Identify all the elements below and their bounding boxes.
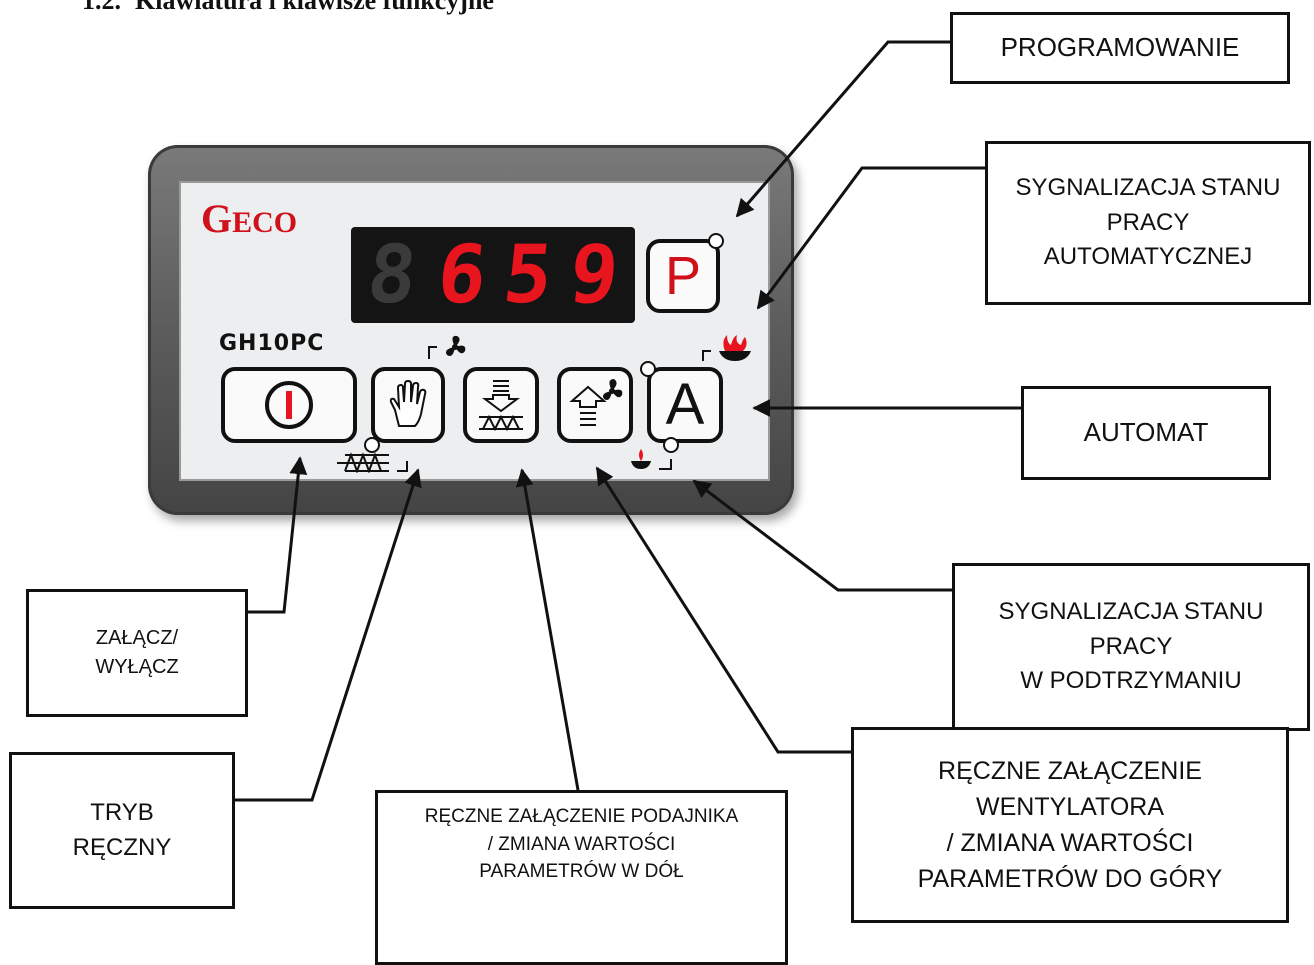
arrow-sygnalizacja-auto [756, 166, 985, 310]
fan-up-button[interactable] [557, 367, 633, 443]
label-went-line-3: / ZMIANA WARTOŚCI [946, 829, 1194, 857]
label-syg-auto-line-1: SYGNALIZACJA STANU [1015, 173, 1281, 201]
section-number: 1.2. [82, 0, 121, 15]
arrow-zalacz [248, 456, 308, 614]
arrow-sygnalizacja-podtrzymanie [692, 479, 952, 592]
power-button[interactable] [221, 367, 357, 443]
label-went-line-4: PARAMETRÓW DO GÓRY [917, 865, 1223, 894]
label-syg-podt-line-2: PRACY [1089, 632, 1173, 660]
label-zalacz-line-2: WYŁĄCZ [95, 656, 179, 678]
label-sygnalizacja-podtrzymaniu: SYGNALIZACJA STANU PRACY W PODTRZYMANIU [952, 563, 1310, 731]
label-automat: AUTOMAT [1021, 386, 1271, 480]
programming-button-label: P [664, 246, 702, 306]
label-podajnik-line-3: PARAMETRÓW W DÓŁ [479, 861, 684, 883]
label-wentylator: RĘCZNE ZAŁĄCZENIE WENTYLATORA / ZMIANA W… [851, 727, 1289, 923]
section-title: Klawiatura i klawisze funkcyjne [135, 0, 494, 15]
arrow-tryb [235, 468, 422, 802]
arrow-podajnik [515, 468, 580, 791]
controller-device: GECO 8 6 5 9 GH10PC P [148, 145, 794, 515]
brand-initial: G [201, 196, 233, 241]
automat-button[interactable]: A [647, 367, 723, 443]
label-podajnik: RĘCZNE ZAŁĄCZENIE PODAJNIKA / ZMIANA WAR… [375, 790, 788, 965]
programming-button[interactable]: P [646, 239, 720, 313]
section-heading: 1.2. Klawiatura i klawisze funkcyjne [82, 0, 508, 16]
programming-led [708, 233, 724, 249]
manual-mode-button[interactable] [371, 367, 445, 443]
led-display: 8 6 5 9 [351, 227, 635, 323]
label-syg-podt-line-3: W PODTRZYMANIU [1020, 667, 1242, 695]
label-sygnalizacja-automatycznej: SYGNALIZACJA STANU PRACY AUTOMATYCZNEJ [985, 141, 1311, 305]
sustain-indicator-icon [631, 449, 672, 470]
power-icon [265, 381, 313, 429]
label-programowanie-line-1: PROGRAMOWANIE [1000, 32, 1240, 63]
fan-indicator-icon [428, 335, 466, 359]
automat-button-label: A [665, 372, 705, 437]
arrow-wentylator [595, 466, 851, 754]
label-programowanie: PROGRAMOWANIE [950, 12, 1290, 84]
label-went-line-2: WENTYLATORA [976, 792, 1164, 821]
label-podajnik-line-1: RĘCZNE ZAŁĄCZENIE PODAJNIKA [424, 806, 739, 827]
label-tryb-line-2: RĘCZNY [72, 833, 172, 861]
label-syg-auto-line-3: AUTOMATYCZNEJ [1043, 243, 1253, 271]
front-panel: GECO 8 6 5 9 GH10PC P [179, 181, 770, 481]
brand-logo: GECO [201, 199, 297, 239]
model-label: GH10PC [219, 331, 325, 356]
label-went-line-1: RĘCZNE ZAŁĄCZENIE [938, 756, 1202, 785]
feeder-down-button[interactable] [463, 367, 539, 443]
sustain-led [663, 437, 679, 453]
label-zalacz-line-1: ZAŁĄCZ/ [95, 627, 179, 649]
arrow-programowanie [735, 40, 950, 218]
automat-led [640, 361, 656, 377]
label-automat-line-1: AUTOMAT [1083, 417, 1209, 448]
manual-led [364, 437, 380, 453]
label-podajnik-line-2: / ZMIANA WARTOŚCI [487, 833, 676, 855]
hand-icon [389, 380, 427, 427]
label-zalacz: ZAŁĄCZ/ WYŁĄCZ [26, 589, 248, 717]
feeder-down-icon [479, 380, 523, 432]
label-syg-auto-line-2: PRACY [1106, 208, 1190, 236]
label-tryb-line-1: TRYB [90, 798, 154, 826]
flame-indicator-icon [702, 335, 751, 361]
label-tryb-reczny: TRYB RĘCZNY [9, 752, 235, 909]
brand-rest: ECO [232, 206, 298, 239]
label-syg-podt-line-1: SYGNALIZACJA STANU [998, 597, 1264, 625]
fan-up-icon [569, 379, 623, 426]
